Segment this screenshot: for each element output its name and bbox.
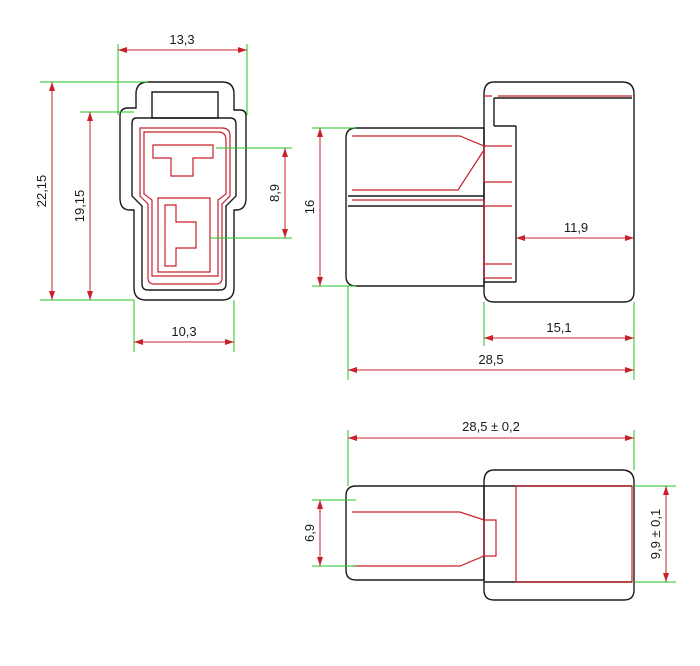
front-lower-slot (157, 197, 211, 273)
front-t-slot (152, 144, 214, 177)
front-top-notch (151, 91, 219, 119)
front-inner-outline (131, 117, 237, 291)
dim-label-front-width-top: 13,3 (169, 32, 194, 47)
front-outer-outline (119, 81, 247, 301)
top-dimensions: 28,5 ± 0,2 6,9 9,9 ± 0,1 (302, 419, 676, 583)
dim-label-side-total-length: 28,5 (478, 352, 503, 367)
dim-label-front-width-bottom: 10,3 (171, 324, 196, 339)
dim-label-top-height-large: 9,9 ± 0,1 (648, 509, 663, 560)
dim-label-side-depth-inner: 11,9 (564, 220, 588, 235)
front-cavity-outline (139, 127, 231, 285)
top-housing-body (483, 469, 635, 601)
top-terminal (352, 511, 497, 567)
dim-label-front-height-inner: 19,15 (72, 190, 87, 223)
dim-label-side-depth-outer: 15,1 (546, 320, 571, 335)
top-plug-body (345, 485, 485, 581)
side-dimensions: 16 11,9 15,1 28,5 (302, 127, 635, 380)
top-housing-cavity (515, 485, 633, 583)
dim-label-top-height-small: 6,9 (302, 524, 317, 542)
dim-label-top-total-length: 28,5 ± 0,2 (462, 419, 520, 434)
dim-label-front-height-outer: 22,15 (34, 175, 49, 208)
side-view (345, 81, 635, 303)
front-lower-slot-step (164, 204, 197, 267)
dim-label-front-slot-height: 8,9 (267, 184, 282, 202)
front-view (119, 81, 247, 301)
side-terminal-lower (352, 199, 512, 279)
side-terminal-upper (352, 135, 512, 191)
top-view (345, 469, 635, 601)
side-plug-body (345, 127, 485, 287)
front-cavity-inner (143, 131, 227, 277)
front-dimensions: 13,3 22,15 19,15 8,9 10,3 (34, 32, 292, 352)
side-housing-body (483, 81, 635, 303)
dim-label-side-height: 16 (302, 200, 317, 214)
